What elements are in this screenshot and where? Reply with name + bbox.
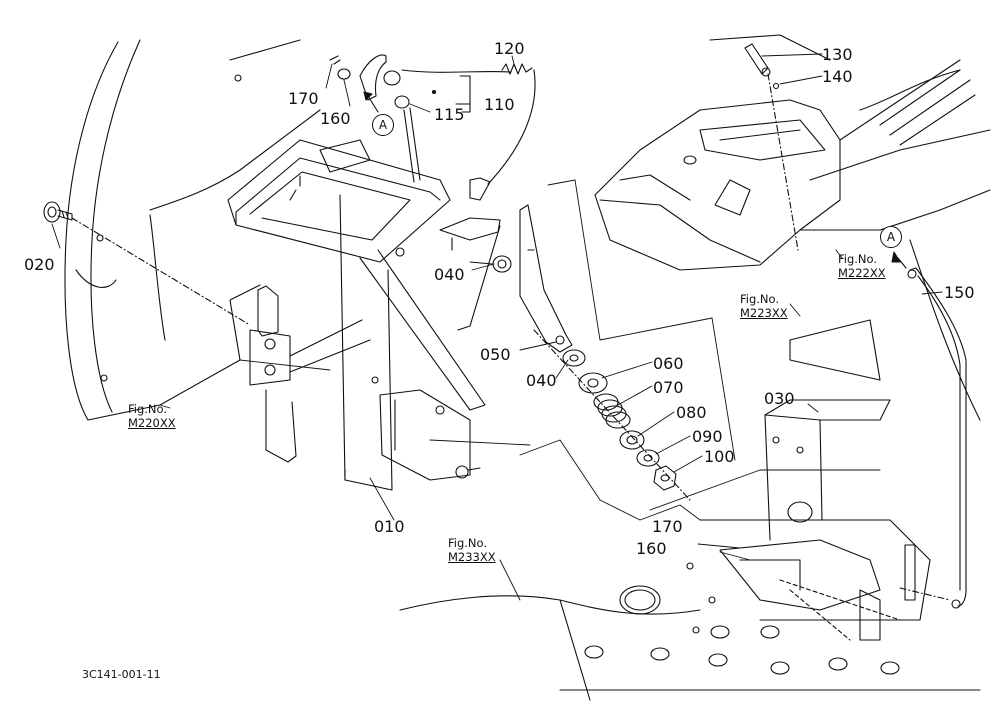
figure-ref-m222-number: M222XX	[838, 266, 886, 280]
callout-040-lower: 040	[526, 371, 557, 390]
callout-010: 010	[374, 517, 405, 536]
callout-100: 100	[704, 447, 735, 466]
callout-070: 070	[653, 378, 684, 397]
part-070-spring	[593, 393, 631, 429]
callout-150: 150	[944, 283, 975, 302]
part-010-bracket	[227, 139, 501, 491]
callout-170-upper: 170	[288, 89, 319, 108]
figure-ref-m220-label: Fig.No.	[128, 402, 168, 416]
drawing-code: 3C141-001-11	[82, 668, 161, 681]
callout-110: 110	[484, 95, 515, 114]
figure-ref-m233-number: M233XX	[448, 550, 496, 564]
washer-stack	[533, 329, 691, 501]
fender-panel	[64, 39, 321, 421]
part-130-knob	[744, 43, 799, 251]
figure-ref-m223-label: Fig.No.	[740, 292, 780, 306]
callout-115: 115	[434, 105, 465, 124]
connection-marker-a-upper: A	[372, 114, 394, 136]
callout-120: 120	[494, 39, 525, 58]
callout-060: 060	[653, 354, 684, 373]
figure-ref-m220: Fig.No. M220XX	[128, 402, 176, 430]
connection-marker-a-right: A	[880, 226, 902, 248]
floor-plate	[399, 319, 981, 701]
callout-030: 030	[764, 389, 795, 408]
figure-ref-m233-label: Fig.No.	[448, 536, 488, 550]
figure-ref-m222: Fig.No. M222XX	[838, 252, 886, 280]
figure-ref-m233: Fig.No. M233XX	[448, 536, 496, 564]
part-150-rod	[899, 267, 967, 609]
callout-080: 080	[676, 403, 707, 422]
figure-ref-m220-number: M220XX	[128, 416, 176, 430]
part-020-bolt	[43, 201, 251, 326]
reference-outlines	[239, 179, 881, 521]
callout-140: 140	[822, 67, 853, 86]
figure-ref-m223-number: M223XX	[740, 306, 788, 320]
part-110-cam	[329, 54, 536, 185]
figure-ref-m222-label: Fig.No.	[838, 252, 878, 266]
callout-130: 130	[822, 45, 853, 64]
callout-040-upper: 040	[434, 265, 465, 284]
console-housing	[594, 34, 991, 421]
marker-arrows	[363, 91, 907, 269]
part-120-spring	[501, 63, 533, 75]
callout-050: 050	[480, 345, 511, 364]
callout-160-lower: 160	[636, 539, 667, 558]
part-050-lever	[469, 204, 573, 353]
callout-160-upper: 160	[320, 109, 351, 128]
figure-ref-m223: Fig.No. M223XX	[740, 292, 788, 320]
leader-lines	[51, 53, 943, 601]
callout-170-lower: 170	[652, 517, 683, 536]
callout-090: 090	[692, 427, 723, 446]
callout-020: 020	[24, 255, 55, 274]
